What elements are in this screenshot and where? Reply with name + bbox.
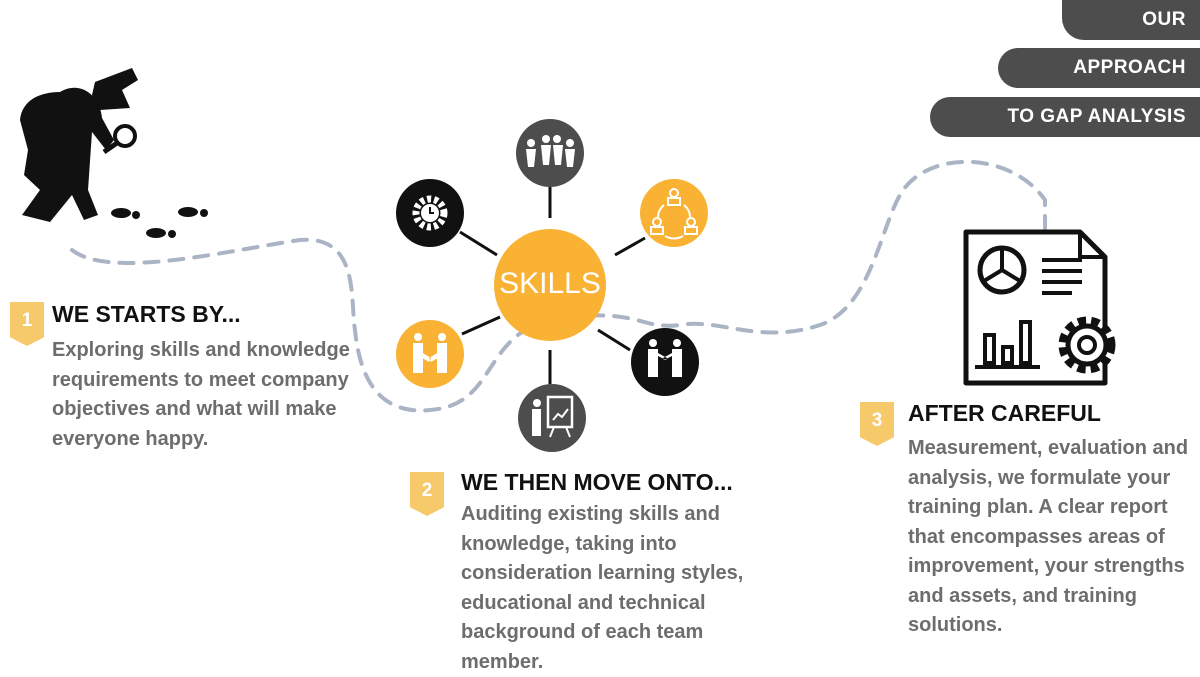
step-3-title: AFTER CAREFUL [908,400,1101,426]
teamwork-icon [516,119,584,187]
hub-spokes [459,187,646,384]
cycle-icon [640,179,708,247]
meeting-icon [631,328,699,396]
step-1-body: Exploring skills and knowledge requireme… [52,339,350,450]
tab-label: TO GAP ANALYSIS [1007,106,1186,127]
skills-label: SKILLS [499,267,601,300]
tab-our: OUR [1062,0,1200,40]
step-1-title: WE STARTS BY... [52,301,241,327]
presentation-icon [518,384,586,452]
detective-icon [20,68,138,223]
tab-approach: APPROACH [998,48,1200,88]
tab-label: APPROACH [1073,57,1186,78]
step-2-title: WE THEN MOVE ONTO... [461,469,733,495]
journey-path [70,159,1047,413]
step-3-body: Measurement, evaluation and analysis, we… [908,437,1189,636]
step-2-body: Auditing existing skills and knowledge, … [461,503,744,673]
footprints [111,207,208,238]
handshake-icon [396,320,464,388]
report-icon [963,229,1116,386]
gear-clock-icon [396,179,464,247]
step-1-badge: 1 [10,302,44,346]
tab-gap-analysis: TO GAP ANALYSIS [930,97,1200,137]
tab-label: OUR [1142,9,1186,30]
step-3-badge: 3 [860,402,894,446]
skills-hub [494,229,606,341]
step-2-badge: 2 [410,472,444,516]
